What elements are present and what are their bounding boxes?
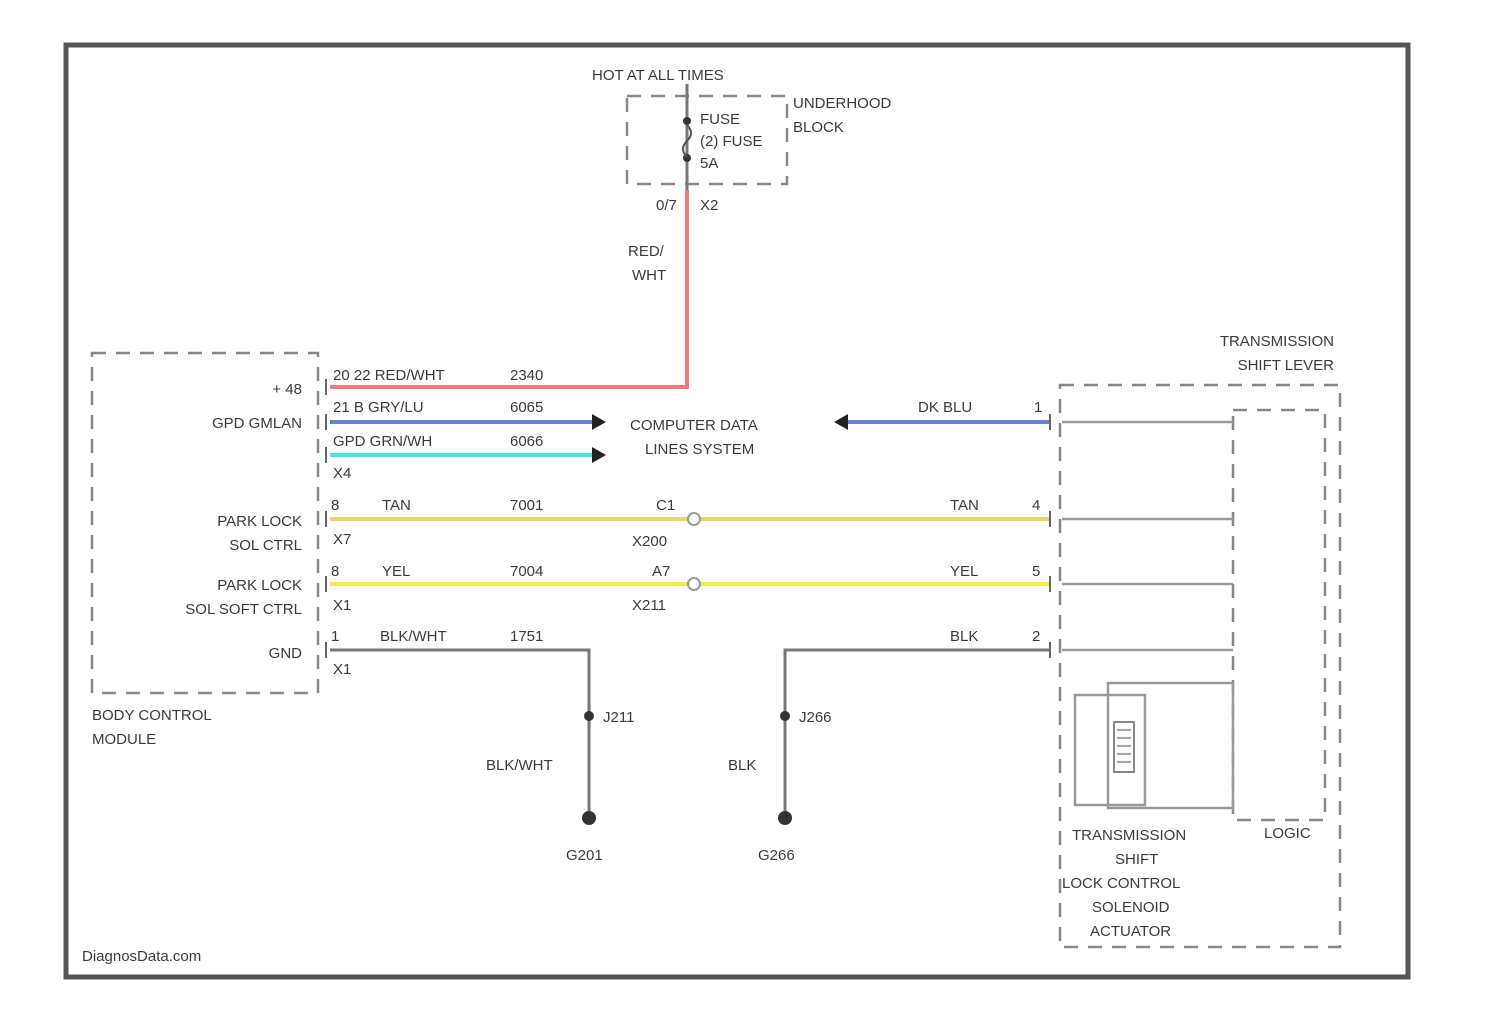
shift-lever-outline <box>1060 385 1340 947</box>
shift-tan-pin: 4 <box>1032 497 1040 514</box>
bcm-pin-park-lock-soft-1: PARK LOCK <box>217 577 302 594</box>
fuse-label-2: (2) FUSE <box>700 133 763 150</box>
arrow-cyan <box>592 447 606 463</box>
yel-pin-label: 8 <box>331 563 339 580</box>
ground-right-color: BLK <box>728 757 756 774</box>
tan-inline-connector <box>688 513 700 525</box>
solenoid-label-3: LOCK CONTROL <box>1062 875 1180 892</box>
fuse-label-1: FUSE <box>700 111 740 128</box>
splice-right <box>780 711 790 721</box>
tan-pin-label: 8 <box>331 497 339 514</box>
bcm-label-1: BODY CONTROL <box>92 707 212 724</box>
wire-gnd-shift <box>785 650 1050 818</box>
wire-gnd-bcm <box>330 650 589 818</box>
feed-wire-color-2: WHT <box>632 267 666 284</box>
gnd-pin-label: 1 <box>331 628 339 645</box>
underhood-block-label-1: UNDERHOOD <box>793 95 892 112</box>
bcm-pin-gnd: GND <box>269 645 303 662</box>
ground-left-color: BLK/WHT <box>486 757 553 774</box>
bcm-pin-park-lock-soft-2: SOL SOFT CTRL <box>185 601 302 618</box>
fuse-node-top <box>683 117 691 125</box>
solenoid-label-1: TRANSMISSION <box>1072 827 1186 844</box>
power-source-label: HOT AT ALL TIMES <box>592 67 724 84</box>
blue-wire-circuit: 6065 <box>510 399 543 416</box>
ground-right <box>778 811 792 825</box>
feed-wire-color-1: RED/ <box>628 243 665 260</box>
watermark: DiagnosData.com <box>82 948 201 965</box>
yel-inline-connector <box>688 578 700 590</box>
bcm-pin-park-lock-2: SOL CTRL <box>229 537 302 554</box>
gnd-circuit-label: 1751 <box>510 628 543 645</box>
shift-lever-title-2: SHIFT LEVER <box>1238 357 1335 374</box>
red-wire-label: 20 22 RED/WHT <box>333 367 445 384</box>
solenoid-coil-turns <box>1117 730 1131 762</box>
splice-left <box>584 711 594 721</box>
yel-connector-bottom: X211 <box>632 597 666 614</box>
cdl-label-2: LINES SYSTEM <box>645 441 754 458</box>
red-wire-circuit: 2340 <box>510 367 543 384</box>
bcm-pin-gmlan: GPD GMLAN <box>212 415 302 432</box>
splice-right-label: J266 <box>799 709 832 726</box>
logic-outline <box>1233 410 1325 820</box>
shift-tan-color: TAN <box>950 497 979 514</box>
bcm-pin-park-lock-1: PARK LOCK <box>217 513 302 530</box>
cyan-wire-circuit: 6066 <box>510 433 543 450</box>
fuse-label-3: 5A <box>700 155 718 172</box>
shift-yel-pin: 5 <box>1032 563 1040 580</box>
arrow-blue-left <box>592 414 606 430</box>
tan-circuit-label: 7001 <box>510 497 543 514</box>
shift-blue-color: DK BLU <box>918 399 972 416</box>
shift-lever-title-1: TRANSMISSION <box>1220 333 1334 350</box>
bcm-label-2: MODULE <box>92 731 156 748</box>
yel-color-label: YEL <box>382 563 410 580</box>
shift-blk-color: BLK <box>950 628 978 645</box>
cyan-wire-label: GPD GRN/WH <box>333 433 432 450</box>
underhood-block-label-2: BLOCK <box>793 119 844 136</box>
wire-red-wht <box>330 190 687 387</box>
bcm-x4-label: X4 <box>333 465 351 482</box>
gnd-x-label: X1 <box>333 661 351 678</box>
solenoid-label-5: ACTUATOR <box>1090 923 1171 940</box>
fuse-connector-left-label: 0/7 <box>656 197 677 214</box>
shift-blk-pin: 2 <box>1032 628 1040 645</box>
shift-yel-color: YEL <box>950 563 978 580</box>
yel-connector-top: A7 <box>652 563 670 580</box>
yel-circuit-label: 7004 <box>510 563 543 580</box>
ground-left-label: G201 <box>566 847 603 864</box>
logic-label: LOGIC <box>1264 825 1311 842</box>
ground-left <box>582 811 596 825</box>
tan-color-label: TAN <box>382 497 411 514</box>
tan-connector-bottom: X200 <box>632 533 667 550</box>
fuse-connector-right-label: X2 <box>700 197 718 214</box>
splice-left-label: J211 <box>603 709 634 726</box>
gnd-color-label: BLK/WHT <box>380 628 447 645</box>
tan-x-label: X7 <box>333 531 351 548</box>
yel-x-label: X1 <box>333 597 351 614</box>
cdl-label-1: COMPUTER DATA <box>630 417 758 434</box>
bcm-pin-plus-b: + 48 <box>272 381 302 398</box>
arrow-blue-right <box>834 414 848 430</box>
tan-connector-top: C1 <box>656 497 675 514</box>
blue-wire-label: 21 B GRY/LU <box>333 399 424 416</box>
solenoid-label-4: SOLENOID <box>1092 899 1170 916</box>
ground-right-label: G266 <box>758 847 795 864</box>
shift-blue-pin: 1 <box>1034 399 1042 416</box>
solenoid-label-2: SHIFT <box>1115 851 1158 868</box>
